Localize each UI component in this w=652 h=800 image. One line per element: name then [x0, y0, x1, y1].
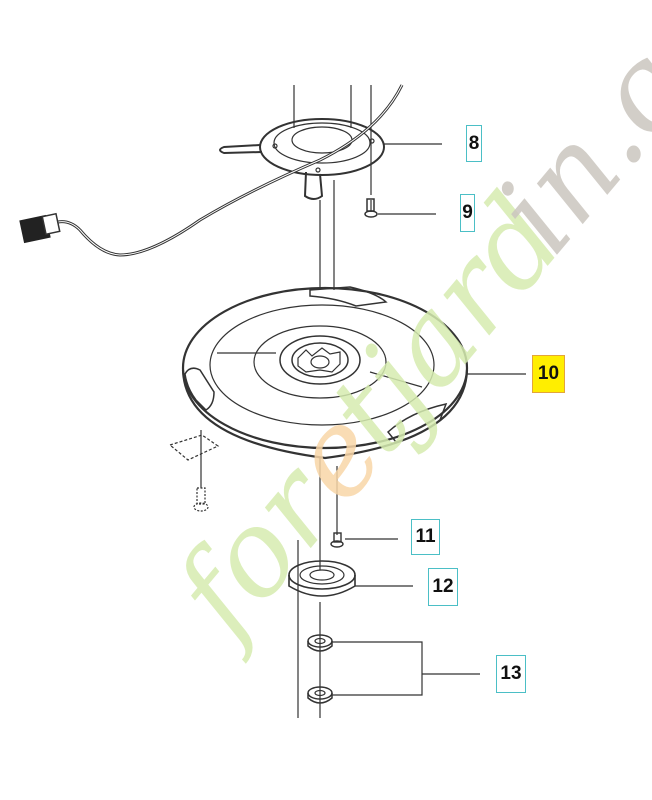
bearing-large-part — [288, 560, 356, 597]
callout-number: 11 — [415, 526, 436, 547]
callout-number: 8 — [468, 132, 480, 154]
callout-12[interactable]: 12 — [428, 568, 458, 606]
callout-number: 10 — [537, 363, 560, 384]
bearing-small-part — [307, 686, 333, 704]
callout-8[interactable]: 8 — [466, 125, 482, 162]
callout-11[interactable]: 11 — [411, 519, 440, 555]
callout-13[interactable]: 13 — [496, 655, 526, 693]
screw-9-part — [364, 198, 378, 218]
cable-holder-ring-part — [219, 118, 385, 200]
callout-number: 13 — [500, 663, 522, 684]
callout-10[interactable]: 10 — [532, 355, 565, 393]
screw-11-part — [330, 532, 344, 548]
callout-number: 12 — [432, 576, 454, 597]
disc-cover-part — [181, 286, 469, 460]
connector-plug — [19, 212, 61, 244]
plate-and-screw-part — [168, 430, 220, 512]
callout-9[interactable]: 9 — [460, 194, 475, 232]
bearing-small-part — [307, 634, 333, 652]
callout-number: 9 — [462, 202, 473, 223]
